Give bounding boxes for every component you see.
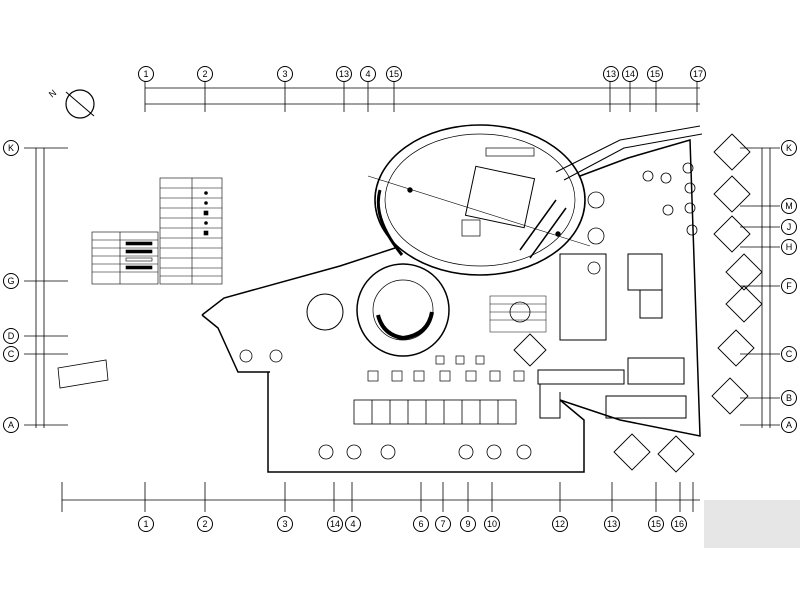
axis-bubble-right: C bbox=[781, 346, 797, 362]
window-band bbox=[555, 125, 703, 181]
right-dimension-line bbox=[740, 147, 780, 428]
axis-bubble-left: C bbox=[3, 346, 19, 362]
axis-label: D bbox=[8, 331, 15, 341]
axis-label: M bbox=[785, 201, 793, 211]
axis-bubble-top: 3 bbox=[277, 66, 293, 82]
axis-label: 10 bbox=[487, 519, 497, 529]
axis-bubble-top: 15 bbox=[647, 66, 663, 82]
axis-bubble-top: 1 bbox=[138, 66, 154, 82]
axis-bubble-right: H bbox=[781, 239, 797, 255]
axis-bubble-bottom: 14 bbox=[327, 516, 343, 532]
top-dimension-line bbox=[144, 80, 700, 112]
bottom-axis-bubbles: 1 2 3 14 4 6 7 9 10 12 13 15 16 bbox=[138, 516, 687, 532]
axis-bubble-right: F bbox=[781, 278, 797, 294]
restroom-fixtures bbox=[642, 162, 698, 236]
axis-label: 15 bbox=[389, 69, 399, 79]
axis-bubble-bottom: 12 bbox=[552, 516, 568, 532]
axis-bubble-bottom: 2 bbox=[197, 516, 213, 532]
bottom-dimension-line bbox=[61, 482, 700, 512]
building-outline bbox=[201, 139, 701, 473]
axis-bubble-top: 13 bbox=[603, 66, 619, 82]
axis-label: 6 bbox=[418, 519, 423, 529]
axis-bubble-bottom: 1 bbox=[138, 516, 154, 532]
site-element bbox=[57, 359, 109, 389]
axis-label: 7 bbox=[440, 519, 445, 529]
right-axis-bubbles: K M J H F C B A bbox=[781, 140, 797, 433]
axis-bubble-top: 13 bbox=[336, 66, 352, 82]
north-arrow-icon: N bbox=[47, 88, 95, 119]
axis-bubble-right: M bbox=[781, 198, 797, 214]
axis-label: 3 bbox=[282, 519, 287, 529]
axis-label: F bbox=[786, 281, 792, 291]
axis-label: 4 bbox=[350, 519, 355, 529]
north-label: N bbox=[47, 88, 58, 100]
axis-label: K bbox=[8, 143, 14, 153]
axis-label: J bbox=[787, 222, 792, 232]
axis-label: 13 bbox=[606, 69, 616, 79]
axis-label: 4 bbox=[365, 69, 370, 79]
bar-counter bbox=[539, 384, 561, 419]
axis-bubble-left: A bbox=[3, 417, 19, 433]
axis-label: 16 bbox=[674, 519, 684, 529]
tree-symbols bbox=[239, 191, 605, 460]
axis-label: G bbox=[7, 276, 14, 286]
axis-bubble-right: K bbox=[781, 140, 797, 156]
axis-bubble-left: D bbox=[3, 328, 19, 344]
axis-label: 2 bbox=[202, 69, 207, 79]
axis-bubble-top: 17 bbox=[690, 66, 706, 82]
axis-bubble-right: J bbox=[781, 219, 797, 235]
axis-label: C bbox=[786, 349, 793, 359]
axis-bubble-left: G bbox=[3, 273, 19, 289]
top-axis-bubbles: 1 2 3 13 4 15 13 14 15 17 bbox=[138, 66, 706, 82]
axis-bubble-bottom: 10 bbox=[484, 516, 500, 532]
legend-table-right bbox=[159, 177, 223, 285]
axis-bubble-top: 4 bbox=[360, 66, 376, 82]
axis-label: B bbox=[786, 393, 792, 403]
left-axis-bubbles: K G D C A bbox=[3, 140, 19, 433]
legend-table-left bbox=[91, 231, 159, 285]
axis-label: 15 bbox=[651, 519, 661, 529]
axis-label: 9 bbox=[465, 519, 470, 529]
corner-watermark-icon bbox=[704, 500, 800, 548]
axis-bubble-bottom: 15 bbox=[648, 516, 664, 532]
axis-label: H bbox=[786, 242, 793, 252]
axis-bubble-top: 15 bbox=[386, 66, 402, 82]
service-rooms bbox=[537, 253, 687, 419]
axis-label: 15 bbox=[650, 69, 660, 79]
axis-bubble-right: A bbox=[781, 417, 797, 433]
axis-label: 12 bbox=[555, 519, 565, 529]
axis-label: 13 bbox=[339, 69, 349, 79]
planting-diamonds bbox=[513, 133, 763, 473]
axis-bubble-bottom: 3 bbox=[277, 516, 293, 532]
left-dimension-line bbox=[24, 147, 68, 428]
axis-label: 13 bbox=[607, 519, 617, 529]
deck-area bbox=[489, 295, 547, 333]
axis-label: A bbox=[786, 420, 792, 430]
axis-bubble-bottom: 13 bbox=[604, 516, 620, 532]
round-room bbox=[306, 263, 450, 357]
axis-label: A bbox=[8, 420, 14, 430]
dining-tables bbox=[367, 355, 525, 382]
axis-label: 14 bbox=[330, 519, 340, 529]
axis-bubble-bottom: 6 bbox=[413, 516, 429, 532]
axis-label: C bbox=[8, 349, 15, 359]
axis-bubble-bottom: 16 bbox=[671, 516, 687, 532]
axis-label: 2 bbox=[202, 519, 207, 529]
axis-bubble-top: 14 bbox=[622, 66, 638, 82]
axis-label: 1 bbox=[143, 69, 148, 79]
axis-bubble-bottom: 9 bbox=[460, 516, 476, 532]
axis-label: 3 bbox=[282, 69, 287, 79]
booth-seating bbox=[353, 399, 517, 425]
axis-label: 1 bbox=[143, 519, 148, 529]
axis-label: 14 bbox=[625, 69, 635, 79]
axis-label: K bbox=[786, 143, 792, 153]
axis-label: 17 bbox=[693, 69, 703, 79]
axis-bubble-bottom: 7 bbox=[435, 516, 451, 532]
elliptical-hall bbox=[367, 124, 591, 276]
axis-bubble-right: B bbox=[781, 390, 797, 406]
axis-bubble-top: 2 bbox=[197, 66, 213, 82]
axis-bubble-bottom: 4 bbox=[345, 516, 361, 532]
axis-bubble-left: K bbox=[3, 140, 19, 156]
